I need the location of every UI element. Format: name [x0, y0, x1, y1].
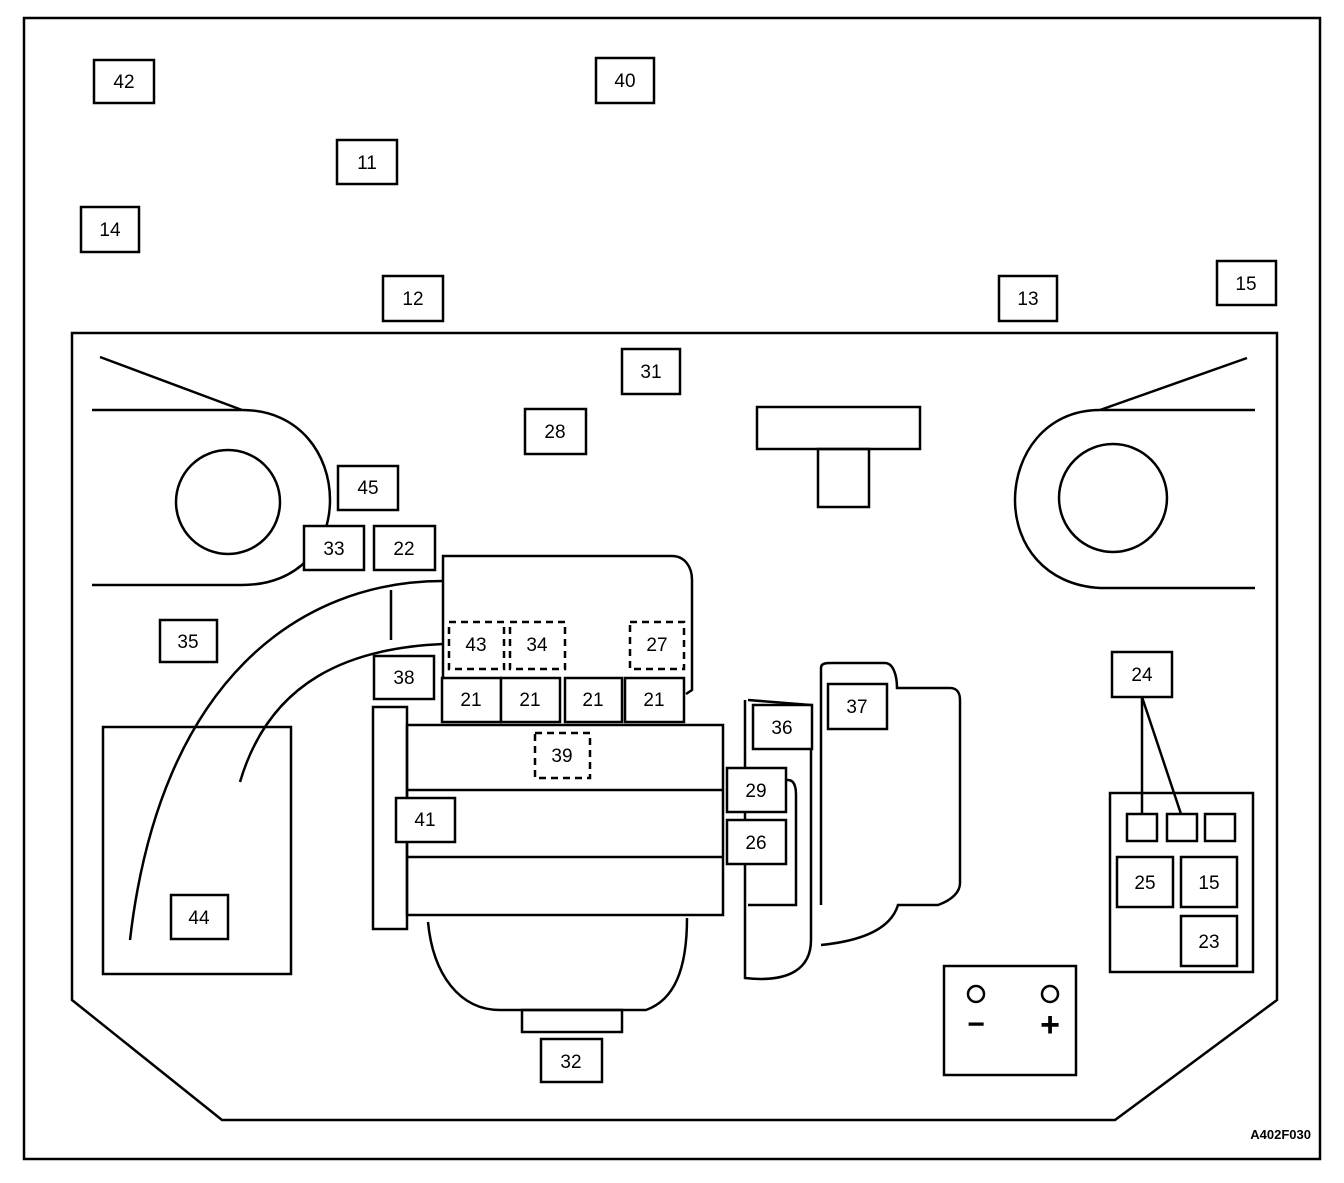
callout-12: 12 [381, 274, 445, 323]
callout-28-text: 28 [544, 422, 565, 443]
callout-14-text: 14 [99, 220, 121, 241]
callout-21-b-text: 21 [519, 690, 540, 711]
callout-27: 27 [628, 620, 686, 671]
callout-44: 44 [169, 893, 230, 941]
callout-14: 14 [79, 205, 141, 254]
callout-21-c-text: 21 [582, 690, 603, 711]
battery-terminal-negative [966, 984, 986, 1004]
callout-40-text: 40 [614, 71, 635, 92]
battery: − + [942, 964, 1078, 1077]
callout-42-text: 42 [113, 72, 134, 93]
callout-15-top-text: 15 [1235, 274, 1256, 295]
callout-43: 43 [447, 620, 506, 671]
callout-45-text: 45 [357, 478, 378, 499]
callout-12-text: 12 [402, 289, 423, 310]
callout-37: 37 [826, 682, 889, 731]
figure-code: A402F030 [1250, 1127, 1311, 1142]
callout-26-text: 26 [745, 833, 766, 854]
callout-28: 28 [523, 407, 588, 456]
intake-hoses [128, 579, 444, 941]
callout-21-c: 21 [563, 676, 624, 724]
callout-35-text: 35 [177, 632, 198, 653]
battery-positive-symbol: + [1040, 1006, 1060, 1044]
callout-43-text: 43 [465, 635, 486, 656]
left-strut-tower [92, 355, 332, 587]
callout-27-text: 27 [646, 635, 667, 656]
callout-22: 22 [372, 524, 437, 572]
callout-41: 41 [394, 796, 457, 844]
air-cleaner-box [101, 725, 293, 976]
callout-40: 40 [594, 56, 656, 105]
callout-31-text: 31 [640, 362, 661, 383]
t-shaped-bracket [755, 405, 922, 509]
callout-11-text: 11 [357, 153, 377, 174]
callout-34: 34 [508, 620, 567, 671]
callout-31: 31 [620, 347, 682, 396]
callout-21-a-text: 21 [460, 690, 481, 711]
dashed-callouts: 43 34 27 39 [447, 620, 686, 780]
callout-37-text: 37 [846, 697, 867, 718]
callout-22-text: 22 [393, 539, 414, 560]
callout-29: 29 [725, 766, 788, 814]
callout-labels: 42 40 11 14 12 13 15 31 28 45 33 22 35 3… [79, 56, 1278, 1084]
callout-25: 25 [1115, 855, 1175, 909]
callout-13-text: 13 [1017, 289, 1038, 310]
battery-terminal-positive [1040, 984, 1060, 1004]
callout-13: 13 [997, 274, 1059, 323]
callout-21-a: 21 [440, 676, 503, 724]
callout-21-d: 21 [623, 676, 686, 724]
callout-23-text: 23 [1198, 932, 1219, 953]
callout-32-text: 32 [560, 1052, 581, 1073]
callout-24-text: 24 [1131, 665, 1153, 686]
oil-pan [426, 917, 689, 1012]
oil-pan-drain [520, 1008, 624, 1034]
callout-21-b: 21 [499, 676, 562, 724]
callout-33-text: 33 [323, 539, 344, 560]
callout-25-text: 25 [1134, 873, 1155, 894]
callout-29-text: 29 [745, 781, 766, 802]
callout-24: 24 [1110, 650, 1174, 699]
callout-41-text: 41 [414, 810, 435, 831]
callout-15-box-text: 15 [1198, 873, 1219, 894]
callout-26: 26 [725, 818, 788, 866]
callout-15-box: 15 [1179, 855, 1239, 909]
engine-bay-outline [70, 331, 1279, 1122]
callout-42: 42 [92, 58, 156, 105]
right-strut-tower [1013, 356, 1255, 590]
battery-negative-symbol: − [967, 1008, 985, 1041]
callout-23: 23 [1179, 914, 1239, 968]
callout-39-text: 39 [551, 746, 572, 767]
outer-frame [22, 16, 1322, 1161]
callout-15-top: 15 [1215, 259, 1278, 307]
callout-36-text: 36 [771, 718, 792, 739]
callout-38: 38 [372, 654, 436, 701]
callout-33: 33 [302, 524, 366, 572]
callout-11: 11 [335, 138, 399, 186]
callout-35: 35 [158, 618, 219, 664]
callout-36: 36 [751, 703, 814, 751]
callout-45: 45 [336, 464, 400, 512]
callout-34-text: 34 [526, 635, 548, 656]
fuse-relay-center [1108, 696, 1255, 974]
transmission [743, 661, 962, 981]
intake-manifold [441, 554, 694, 696]
callout-39: 39 [533, 731, 592, 780]
callout-44-text: 44 [188, 908, 210, 929]
callout-21-d-text: 21 [643, 690, 664, 711]
callout-32: 32 [539, 1037, 604, 1084]
callout-38-text: 38 [393, 668, 414, 689]
